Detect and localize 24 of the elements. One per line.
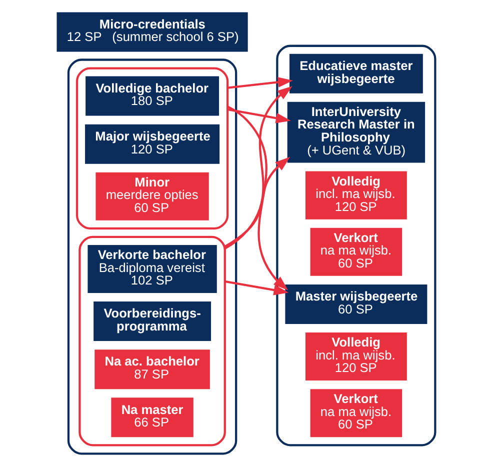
arrow	[226, 76, 292, 89]
node-box: Major wijsbegeerte 120 SP	[84, 124, 220, 164]
cluster	[66, 58, 237, 455]
node-box: Na master 66 SP	[110, 398, 193, 438]
cluster	[78, 236, 226, 446]
node-box: Voorbereidings- programma	[93, 302, 210, 342]
node-box: Volledige bachelor 180 SP	[85, 76, 218, 116]
node-box: Verkort na ma wijsb. 60 SP	[310, 228, 402, 276]
node-box: Micro-credentials 12 SP (summer school 6 SP)	[56, 12, 248, 52]
node-box: Volledig incl. ma wijsb. 120 SP	[304, 332, 406, 381]
node-box: Na ac. bachelor 87 SP	[94, 350, 210, 390]
node-box: Volledig incl. ma wijsb. 120 SP	[304, 171, 406, 220]
arrow	[226, 108, 290, 124]
node-box: Verkort na ma wijsb. 60 SP	[310, 389, 402, 438]
cluster	[75, 67, 228, 230]
node-box: InterUniversity Research Master in Philosophy (+ UGent & VUB)	[286, 102, 425, 163]
node-box: Minor meerdere opties 60 SP	[95, 172, 208, 220]
arrow	[224, 156, 290, 248]
node-box: Master wijsbegeerte 60 SP	[284, 284, 427, 324]
arrow	[224, 86, 292, 250]
arrow	[224, 280, 288, 296]
node-box: Educatieve master wijsbegeerte	[288, 54, 422, 94]
node-box: Verkorte bachelor Ba-diploma vereist 102 SP	[87, 244, 216, 294]
arrow	[226, 106, 288, 290]
